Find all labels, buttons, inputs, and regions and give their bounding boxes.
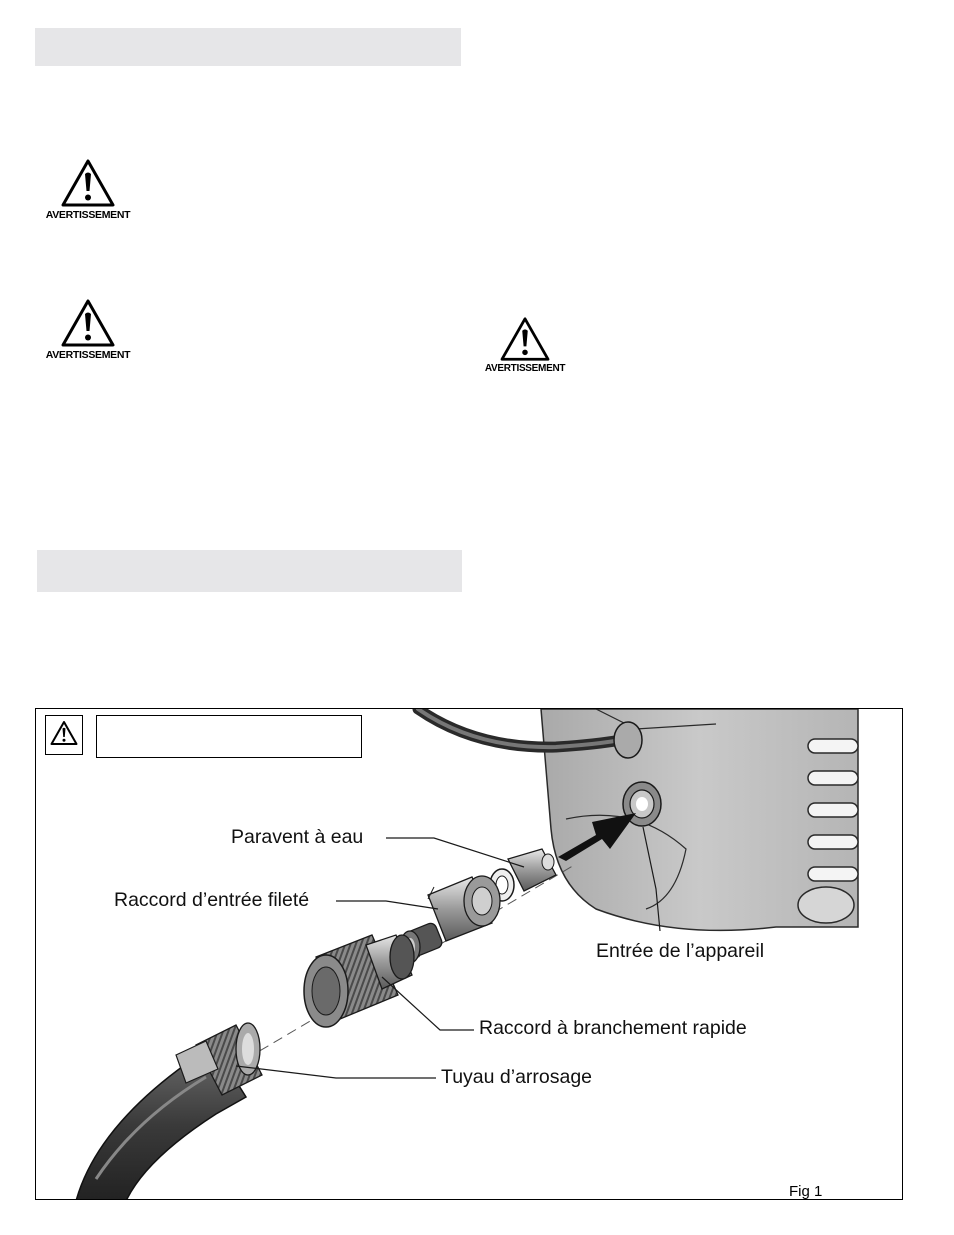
- warning-label: AVERTISSEMENT: [45, 209, 131, 221]
- machine-body: [540, 709, 859, 932]
- callout-garden-hose: Tuyau d’arrosage: [441, 1066, 593, 1088]
- water-screen-part: [489, 848, 557, 902]
- section-header-bar-1: [35, 28, 461, 66]
- figure-warning-icon: [45, 715, 83, 755]
- warning-triangle-icon: [61, 299, 115, 347]
- garden-hose: [75, 1022, 263, 1199]
- callout-leaders: [235, 826, 661, 1079]
- warning-triangle-icon: [500, 317, 550, 361]
- callout-water-screen: Paravent à eau: [231, 826, 364, 848]
- warning-symbol-1: AVERTISSEMENT: [28, 158, 148, 221]
- callout-quick-connector: Raccord à branchement rapide: [479, 1017, 747, 1039]
- figure-1: Paravent à eau Raccord d’entrée fileté E…: [35, 708, 903, 1200]
- callout-threaded-fitting: Raccord d’entrée fileté: [114, 889, 310, 911]
- warning-label: AVERTISSEMENT: [45, 349, 131, 361]
- warning-label: AVERTISSEMENT: [484, 363, 566, 374]
- insert-arrow: [558, 813, 636, 861]
- threaded-inlet-fitting: [399, 875, 501, 964]
- warning-triangle-icon: [50, 721, 78, 745]
- figure-caption-box: [96, 715, 362, 758]
- warning-symbol-2: AVERTISSEMENT: [28, 298, 148, 361]
- callout-unit-inlet: Entrée de l’appareil: [596, 940, 765, 962]
- hose-connection-illustration: [75, 709, 859, 1199]
- figure-number: Fig 1: [789, 1183, 823, 1200]
- warning-symbol-3: AVERTISSEMENT: [465, 316, 585, 374]
- warning-triangle-icon: [61, 159, 115, 207]
- section-header-bar-2: [37, 550, 462, 592]
- quick-connector: [303, 934, 415, 1028]
